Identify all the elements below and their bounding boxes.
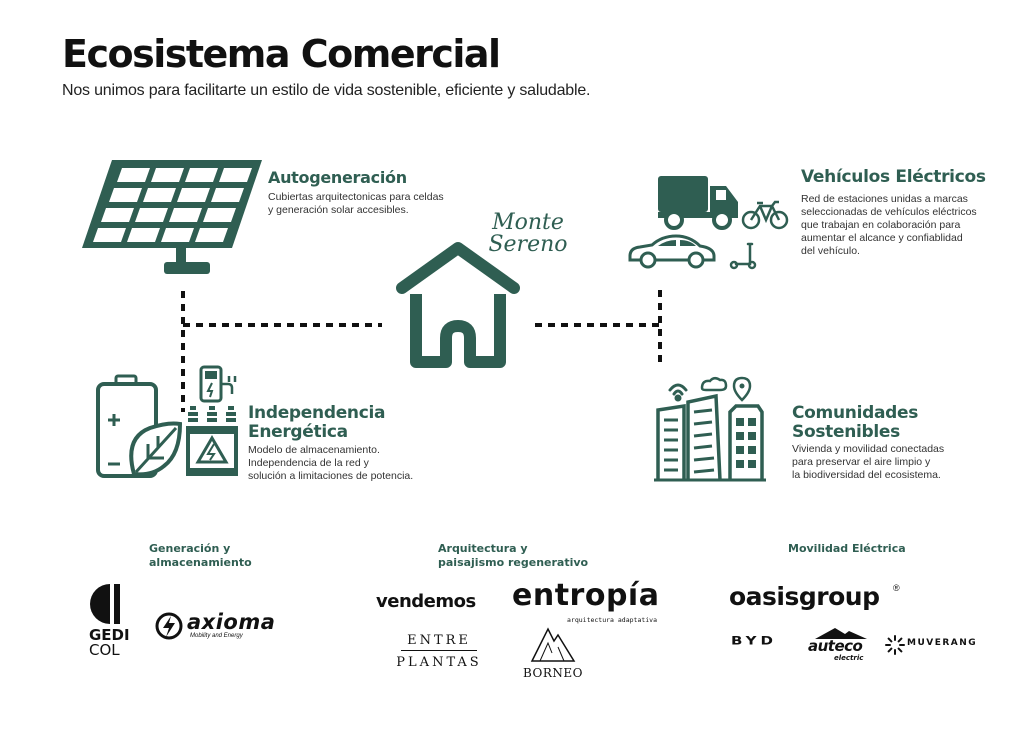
brand-line: Monte xyxy=(492,210,564,235)
autogeneracion-desc: Cubiertas arquitectonicas para celdas y … xyxy=(268,191,444,217)
vehiculos-desc: Red de estaciones unidas a marcas selecc… xyxy=(801,193,977,258)
gedi-logo: GEDI COL xyxy=(89,628,130,658)
entropia-tagline: arquitectura adaptativa xyxy=(567,616,658,624)
comunidades-title-line: Comunidades xyxy=(792,403,919,423)
comunidades-desc-line: para preservar el aire limpio y xyxy=(792,456,931,468)
category-line: Movilidad Eléctrica xyxy=(788,542,906,555)
scooter-icon xyxy=(729,242,757,270)
gedi-logo-mark-icon xyxy=(90,584,120,624)
battery-leaf-icon xyxy=(96,374,183,478)
axioma-bolt-icon xyxy=(155,612,183,640)
gedi-line: GEDI xyxy=(89,626,130,644)
auteco-logo: auteco xyxy=(808,637,863,655)
independencia-title-line: Energética xyxy=(248,422,348,442)
page-title: Ecosistema Comercial xyxy=(62,32,501,76)
entreplantas-logo: ENTRE PLANTAS xyxy=(391,632,487,675)
axioma-tagline: Mobility and Energy xyxy=(190,633,243,639)
vehiculos-title: Vehículos Eléctricos xyxy=(801,167,986,187)
category-movilidad: Movilidad Eléctrica xyxy=(788,542,906,556)
auteco-mountain-icon xyxy=(815,628,867,639)
byd-logo: BYD xyxy=(731,634,777,648)
truck-icon xyxy=(658,176,738,230)
oasisgroup-logo: oasisgroup xyxy=(729,582,880,611)
comunidades-desc: Vivienda y movilidad conectadas para pre… xyxy=(792,443,944,482)
car-icon xyxy=(628,234,716,269)
category-line: Generación y xyxy=(149,542,231,555)
charging-station-icon xyxy=(199,365,237,403)
comunidades-title-line: Sostenibles xyxy=(792,422,900,442)
category-generacion: Generación y almacenamiento xyxy=(149,542,252,570)
gedi-line: COL xyxy=(89,641,120,659)
autogeneracion-title: Autogeneración xyxy=(268,168,407,187)
brand-logo: Monte Sereno xyxy=(488,212,568,256)
independencia-title: Independencia Energética xyxy=(248,403,386,442)
vendemos-logo: vendemos xyxy=(376,591,476,612)
brand-line: Sereno xyxy=(488,232,568,257)
autogeneracion-desc-line: Cubiertas arquitectonicas para celdas xyxy=(268,191,444,203)
autogeneracion-desc-line: y generación solar accesibles. xyxy=(268,204,409,216)
borneo-logo: BORNEO xyxy=(523,666,584,680)
category-line: Arquitectura y xyxy=(438,542,528,555)
vehiculos-desc-line: del vehículo. xyxy=(801,245,860,257)
comunidades-title: Comunidades Sostenibles xyxy=(792,404,918,442)
bicycle-icon xyxy=(741,200,789,230)
comunidades-desc-line: Vivienda y movilidad conectadas xyxy=(792,443,945,455)
registered-mark-icon: ® xyxy=(893,583,900,593)
category-line: almacenamiento xyxy=(149,556,252,569)
auteco-sub: electric xyxy=(834,654,864,662)
entreplantas-line: PLANTAS xyxy=(396,655,482,670)
borneo-mountain-icon xyxy=(530,627,576,662)
muverang-logo: MUVERANG xyxy=(907,638,978,648)
independencia-desc: Modelo de almacenamiento. Independencia … xyxy=(248,444,413,483)
axioma-logo: axioma xyxy=(187,610,276,634)
independencia-desc-line: solución a limitaciones de potencia. xyxy=(248,470,414,482)
vehiculos-desc-line: que trabajan en colaboración para xyxy=(801,219,961,231)
category-line: paisajismo regenerativo xyxy=(438,556,589,569)
category-arquitectura: Arquitectura y paisajismo regenerativo xyxy=(438,542,588,570)
comunidades-desc-line: la biodiversidad del ecosistema. xyxy=(792,469,941,481)
muverang-spin-icon xyxy=(885,635,905,655)
independencia-desc-line: Modelo de almacenamiento. xyxy=(248,444,380,456)
vehiculos-desc-line: Red de estaciones unidas a marcas xyxy=(801,193,968,205)
vehiculos-desc-line: seleccionadas de vehículos eléctricos xyxy=(801,206,977,218)
solar-panel-icon xyxy=(82,160,262,274)
independencia-title-line: Independencia xyxy=(248,403,386,423)
independencia-desc-line: Independencia de la red y xyxy=(248,457,369,469)
city-buildings-icon xyxy=(654,376,766,482)
vehiculos-desc-line: aumentar el alcance y confiablidad xyxy=(801,232,963,244)
entropia-logo: entropía xyxy=(512,578,660,613)
transformer-icon xyxy=(186,406,238,476)
entreplantas-line: ENTRE xyxy=(401,632,477,651)
page-subtitle: Nos unimos para facilitarte un estilo de… xyxy=(62,82,591,99)
house-icon xyxy=(396,242,520,368)
